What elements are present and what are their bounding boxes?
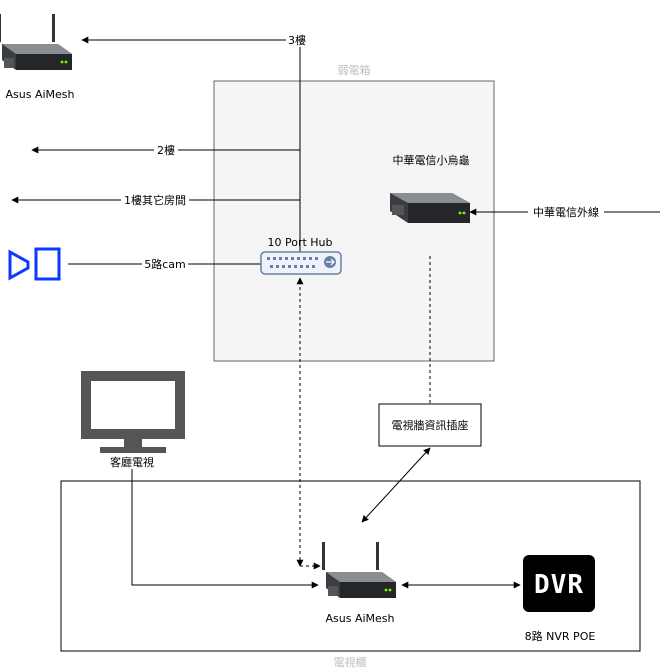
tv-icon — [81, 371, 185, 453]
tv-label: 客廳電視 — [110, 455, 154, 469]
edge-label-floor3: 3樓 — [288, 33, 306, 47]
edge-label-cam: 5路cam — [144, 258, 186, 271]
cht-modem: 中華電信小烏龜 — [390, 153, 470, 223]
camera — [8, 247, 61, 281]
router-icon — [322, 542, 396, 598]
tv-cabinet-box — [60, 480, 641, 652]
edge-label-floor1: 1樓其它房間 — [124, 193, 186, 207]
router-top-label: Asus AiMesh — [6, 88, 75, 101]
dvr-icon: DVR — [523, 555, 595, 612]
hub: 10 Port Hub — [260, 236, 342, 275]
outlet-label: 電視牆資訊插座 — [392, 418, 469, 432]
camera-icon — [8, 247, 61, 281]
edge-tv-router — [128, 461, 319, 589]
outlet: 電視牆資訊插座 — [378, 403, 482, 447]
nvr-label: 8路 NVR POE — [525, 630, 596, 643]
router-bottom-label: Asus AiMesh — [326, 612, 395, 625]
dvr-icon-text: DVR — [534, 570, 584, 600]
modem-icon — [390, 193, 470, 223]
hub-label: 10 Port Hub — [267, 236, 332, 249]
cht-modem-label: 中華電信小烏龜 — [393, 153, 470, 167]
tv-cabinet-label: 電視櫃 — [334, 655, 367, 669]
edge-outlet-router — [361, 447, 431, 523]
router-top: Asus AiMesh — [0, 14, 75, 101]
hub-icon — [260, 251, 342, 275]
tv: 客廳電視 — [81, 371, 185, 469]
dvr: DVR 8路 NVR POE — [523, 555, 595, 643]
weak-box-label: 弱電箱 — [338, 63, 371, 77]
router-bottom: Asus AiMesh — [322, 542, 396, 625]
router-icon — [0, 14, 72, 70]
edge-label-floor2: 2樓 — [157, 143, 175, 157]
edge-label-external: 中華電信外線 — [533, 205, 599, 219]
